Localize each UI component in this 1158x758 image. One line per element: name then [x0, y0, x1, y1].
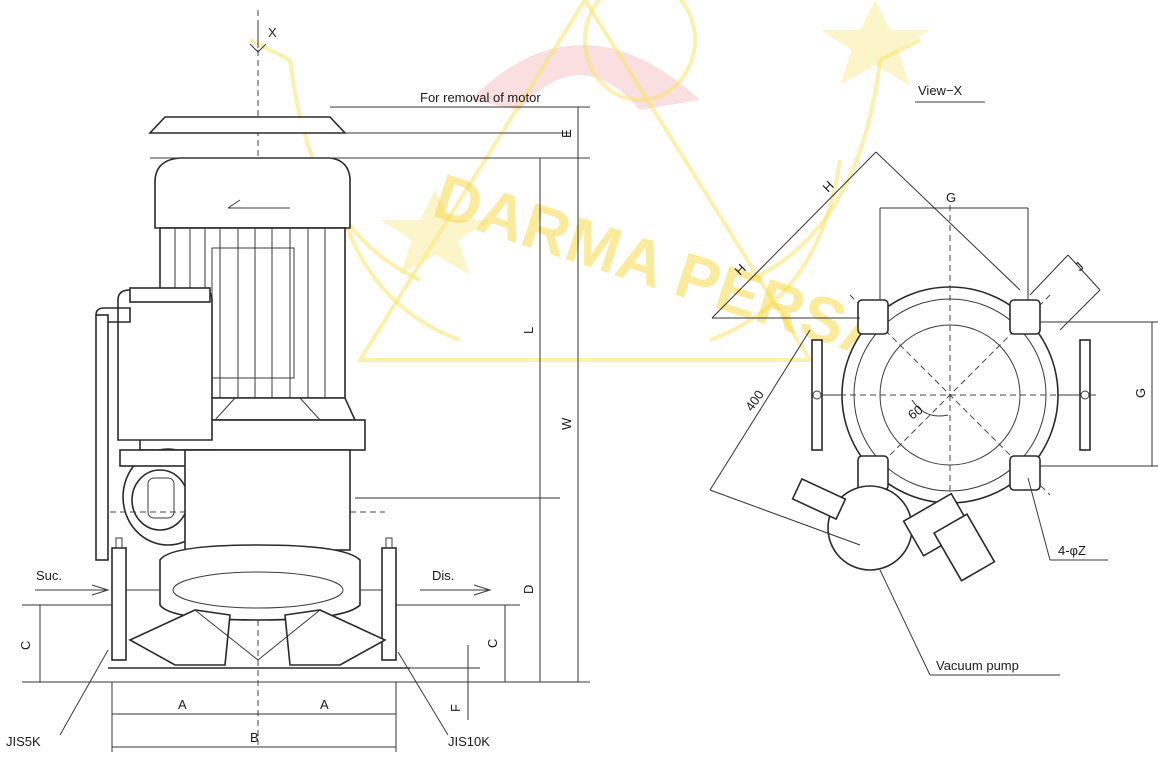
removal-label: For removal of motor — [420, 90, 541, 105]
dim-f: F — [448, 704, 463, 712]
dim-a-left: A — [178, 697, 187, 712]
dim-b: B — [250, 730, 259, 745]
discharge-label: Dis. — [432, 568, 454, 583]
view-x-plan: View−X G G — [709, 83, 1158, 676]
dim-e: E — [559, 129, 574, 138]
view-x-title: View−X — [918, 83, 963, 98]
jis10k-label: JIS10K — [448, 734, 490, 749]
holes-label: 4-φZ — [1058, 543, 1086, 558]
dim-c-right: C — [485, 639, 500, 648]
dim-d: D — [521, 585, 536, 594]
dim-g-right: G — [1133, 388, 1148, 398]
dim-400: 400 — [742, 387, 767, 413]
suction-label: Suc. — [36, 568, 62, 583]
dim-l: L — [521, 327, 536, 334]
dim-60: 60 — [905, 402, 925, 423]
dim-j: J — [1072, 259, 1087, 274]
view-arrow-label: X — [268, 25, 277, 40]
vacuum-pump-label: Vacuum pump — [936, 658, 1019, 673]
dim-c-left: C — [18, 641, 33, 650]
dim-w: W — [559, 417, 574, 430]
dim-a-right: A — [320, 697, 329, 712]
pump-elevation-view: X For removal of motor — [6, 10, 590, 752]
jis5k-label: JIS5K — [6, 734, 41, 749]
dim-g-top: G — [946, 190, 956, 205]
